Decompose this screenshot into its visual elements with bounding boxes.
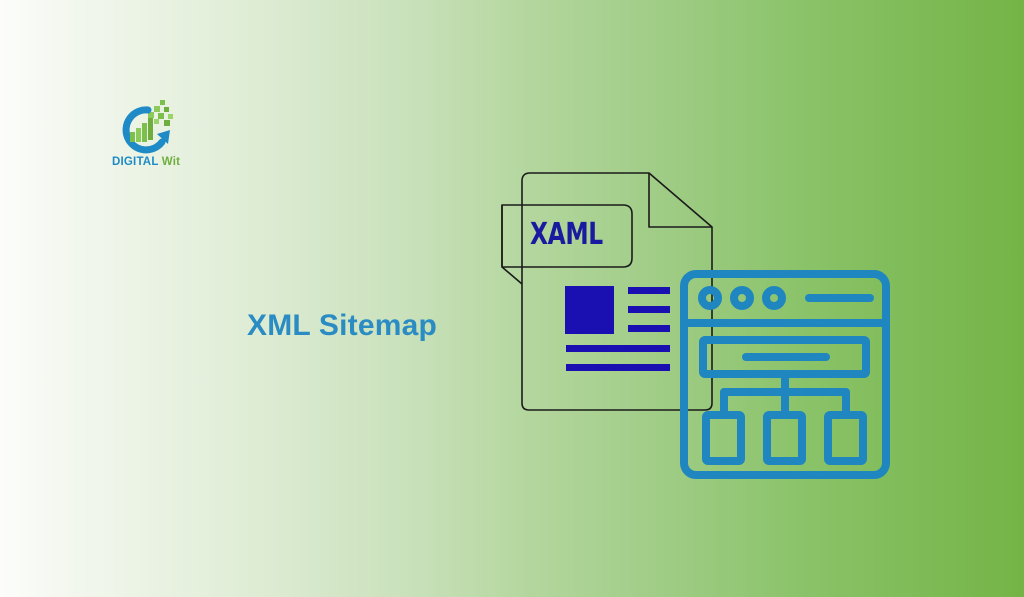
file-type-badge: XAML	[530, 217, 603, 252]
growth-chart-g-logo-icon	[122, 100, 173, 154]
brand-name-part2: Wit	[161, 156, 181, 168]
page-title: XML Sitemap	[247, 309, 438, 342]
brand-name-part1: DIGITAL	[112, 156, 159, 168]
file-document-icon	[501, 172, 713, 411]
document-content-icon	[565, 286, 670, 371]
brand-name: DIGITAL Wit	[112, 156, 180, 168]
browser-sitemap-hierarchy-icon	[680, 270, 890, 479]
brand-logo: DIGITAL Wit	[112, 98, 202, 178]
